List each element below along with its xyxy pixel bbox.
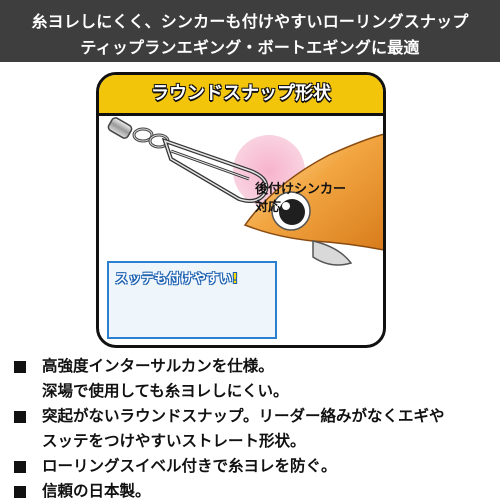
feature-text: 高強度インターサルカンを仕様。 [42, 357, 274, 375]
inset-title-text: スッテも付けやすい [115, 272, 233, 287]
feature-text: スッテをつけやすいストレート形状。 [42, 432, 306, 450]
bullet-square-icon [14, 361, 26, 373]
egi-lure [243, 133, 383, 266]
product-illustration-panel: ラウンドスナップ形状 後付けシンカー 対応 スッテも付けやすい! [96, 72, 386, 348]
feature-text: ローリングスイベル付きで糸ヨレを防ぐ。 [42, 457, 337, 475]
sutte-inset: スッテも付けやすい! [107, 261, 277, 339]
feature-text: 突起がないラウンドスナップ。リーダー絡みがなくエギや [42, 407, 445, 425]
feature-item: 高強度インターサルカンを仕様。 深場で使用しても糸ヨレしにくい。 [14, 354, 494, 404]
bullet-square-icon [14, 411, 26, 423]
header-line-2: ティップランエギング・ボートエギングに最適 [80, 38, 420, 57]
header-banner: 糸ヨレしにくく、シンカーも付けやすいローリングスナップ ティップランエギング・ボ… [0, 0, 500, 62]
sinker-label-line-2: 対応 [255, 200, 282, 215]
bullet-square-icon [14, 461, 26, 473]
feature-item: ローリングスイベル付きで糸ヨレを防ぐ。 [14, 454, 494, 479]
feature-text: 深場で使用しても糸ヨレしにくい。 [42, 382, 289, 400]
feature-list: 高強度インターサルカンを仕様。 深場で使用しても糸ヨレしにくい。 突起がないラウ… [14, 354, 494, 504]
feature-item: 信頼の日本製。 [14, 479, 494, 504]
round-snap-banner: ラウンドスナップ形状 [99, 75, 383, 116]
inset-title: スッテも付けやすい! [115, 268, 238, 287]
bullet-square-icon [14, 486, 26, 498]
feature-text: 信頼の日本製。 [42, 482, 151, 500]
sinker-label: 後付けシンカー 対応 [255, 181, 346, 217]
swivel [107, 117, 170, 149]
inset-title-exclamation: ! [232, 272, 238, 287]
feature-item: 突起がないラウンドスナップ。リーダー絡みがなくエギや スッテをつけやすいストレー… [14, 404, 494, 454]
sinker-label-line-1: 後付けシンカー [255, 182, 347, 197]
snap-illustration [107, 117, 383, 329]
round-snap [161, 137, 269, 203]
header-line-1: 糸ヨレしにくく、シンカーも付けやすいローリングスナップ [31, 12, 469, 31]
